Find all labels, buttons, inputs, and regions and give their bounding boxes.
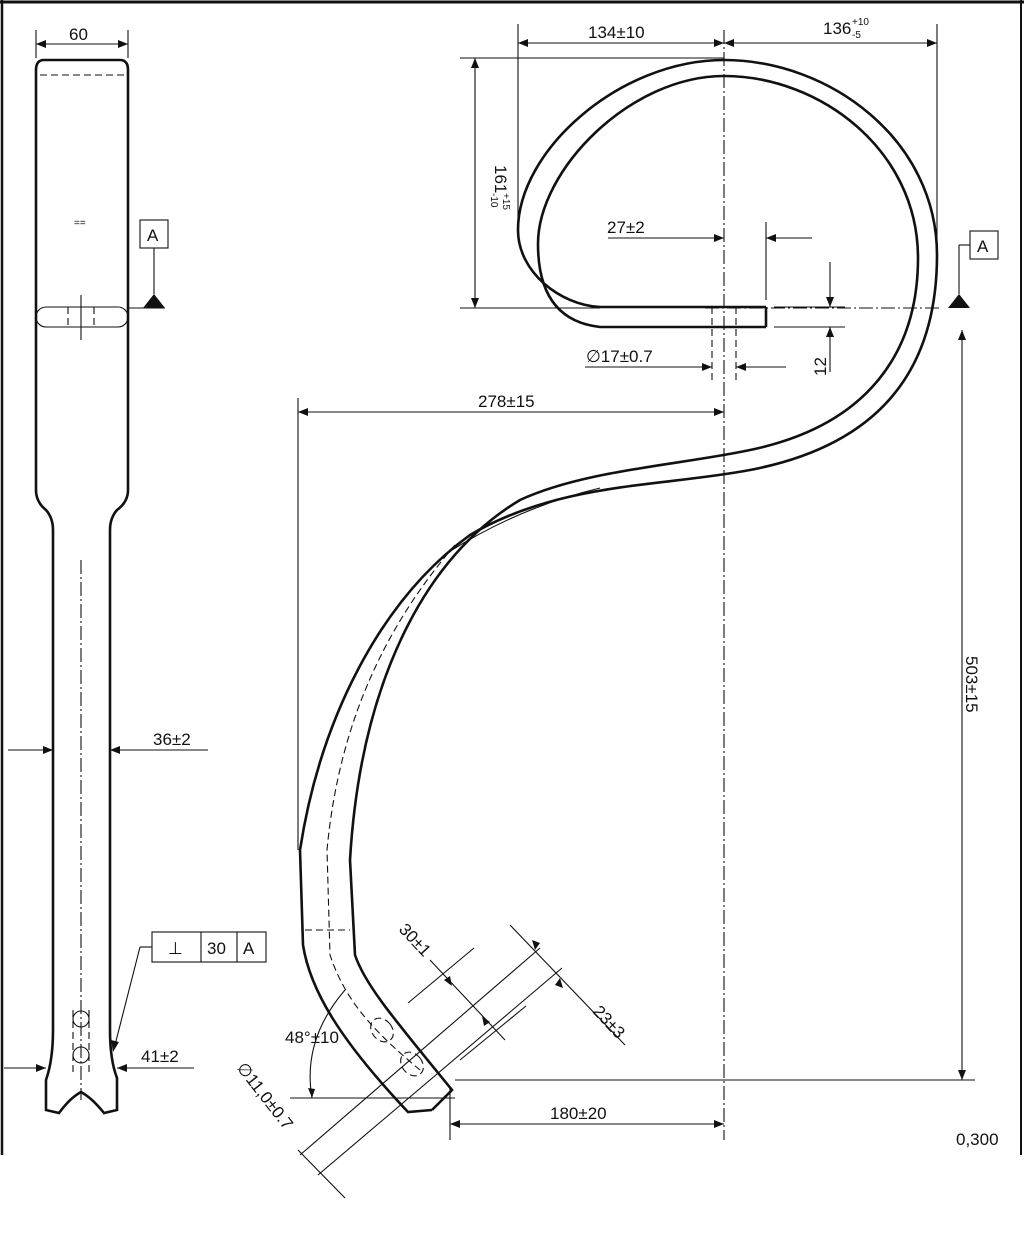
tine-outer-edge <box>298 58 939 1114</box>
mounting-slot <box>35 306 129 328</box>
front-view-dimensions: 134±10 136 +10 -5 161 +15 -10 27±2 12 <box>233 17 999 1199</box>
dim-136-upper: +10 <box>852 17 869 28</box>
side-view-dimensions: 60 A 36±2 ⊥ 30 A 41±2 <box>4 25 267 1072</box>
dim-136-lower: -5 <box>852 30 861 41</box>
dim-23: 23±3 <box>589 1002 629 1043</box>
tine-inner-edge <box>348 74 920 1111</box>
dim-161-lower: -10 <box>488 193 499 208</box>
datum-label-side: A <box>147 226 159 245</box>
tolerance-datum: A <box>243 939 255 958</box>
datum-triangle-side <box>143 294 165 308</box>
datum-triangle-front <box>948 294 970 308</box>
dim-503: 503±15 <box>962 656 981 713</box>
dim-12: 12 <box>811 357 830 376</box>
dim-136: 136 <box>823 19 851 38</box>
side-width-shank: 36±2 <box>153 730 191 749</box>
scale-note: 0,300 <box>956 1130 999 1149</box>
dim-161-upper: +15 <box>500 193 511 210</box>
dim-hole-11: ∅11,0±0.7 <box>233 1059 297 1133</box>
dim-161: 161 <box>491 165 510 193</box>
datum-label-front: A <box>977 237 989 256</box>
dim-278: 278±15 <box>478 392 535 411</box>
side-width-top: 60 <box>69 25 88 44</box>
side-view: == <box>34 58 130 1115</box>
tip-hole-front-upper <box>370 1017 394 1043</box>
dim-180: 180±20 <box>550 1104 607 1123</box>
drawing-frame <box>0 0 1024 1155</box>
tolerance-symbol: ⊥ <box>168 939 183 958</box>
tip-hole-upper <box>72 1010 90 1028</box>
dim-30: 30±1 <box>395 920 435 961</box>
tolerance-frame: ⊥ 30 A <box>111 931 267 1052</box>
side-width-tip: 41±2 <box>141 1047 179 1066</box>
dim-48: 48°±10 <box>285 1028 339 1047</box>
dim-27: 27±2 <box>607 218 645 237</box>
mid-marks: == <box>74 218 86 229</box>
dim-134: 134±10 <box>588 23 645 42</box>
dim-hole-17: ∅17±0.7 <box>586 347 653 366</box>
tolerance-value: 30 <box>207 939 226 958</box>
front-view <box>298 30 940 1140</box>
tip-hole-front-lower <box>400 1051 424 1077</box>
